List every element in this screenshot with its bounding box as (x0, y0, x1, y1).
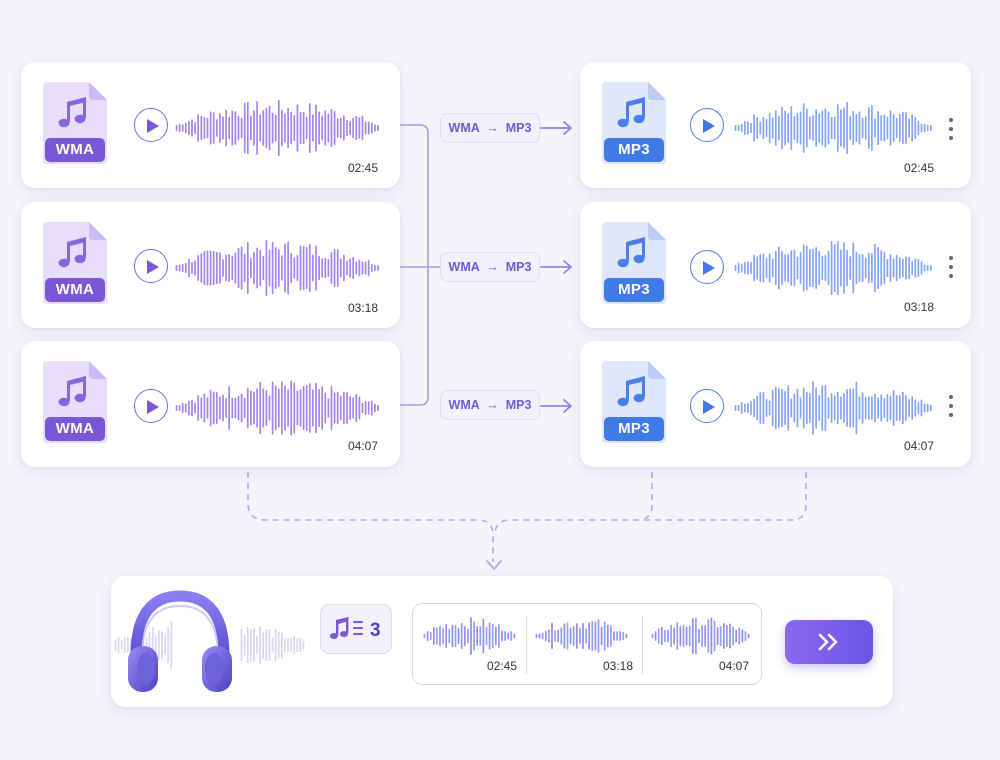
waveform (734, 101, 932, 155)
waveform (423, 617, 516, 655)
duration-label: 04:07 (348, 439, 379, 453)
duration-label: 03:18 (904, 300, 935, 314)
arrow-right-icon: → (482, 398, 503, 412)
format-badge: MP3 (604, 417, 664, 441)
duration-label: 02:45 (486, 659, 517, 673)
play-button[interactable] (134, 108, 168, 142)
to-format: MP3 (505, 260, 532, 274)
source-card: WMA 04:07 (21, 341, 400, 467)
conversion-label: WMA → MP3 (440, 113, 540, 143)
track-segment[interactable]: 04:07 (645, 604, 761, 686)
more-options-icon[interactable] (946, 118, 956, 146)
waveform (175, 380, 379, 436)
from-format: WMA (448, 398, 480, 412)
source-card: WMA 02:45 (21, 62, 400, 188)
playlist-icon (330, 617, 363, 639)
play-icon (703, 260, 715, 275)
mp3-file-icon: MP3 (600, 80, 668, 166)
headphones-icon (128, 590, 232, 692)
wma-file-icon: WMA (41, 359, 109, 445)
wma-file-icon: WMA (41, 80, 109, 166)
from-format: WMA (448, 121, 480, 135)
segment-divider (526, 616, 527, 674)
merged-tracks-panel: 02:45 03:18 04:07 (412, 603, 762, 685)
music-note-icon (617, 97, 645, 128)
format-badge: WMA (45, 417, 105, 441)
play-button[interactable] (134, 249, 168, 283)
conversion-label: WMA → MP3 (440, 252, 540, 282)
next-button[interactable] (785, 620, 873, 664)
from-format: WMA (448, 260, 480, 274)
mp3-file-icon: MP3 (600, 359, 668, 445)
output-card: MP3 02:45 (580, 62, 971, 188)
track-segment[interactable]: 03:18 (529, 604, 645, 686)
segment-divider (642, 616, 643, 674)
waveform (734, 381, 932, 435)
mp3-file-icon: MP3 (600, 220, 668, 306)
format-badge: MP3 (604, 278, 664, 302)
duration-label: 03:18 (348, 301, 379, 315)
wma-file-icon: WMA (41, 220, 109, 306)
format-badge: WMA (45, 278, 105, 302)
duration-label: 02:45 (348, 161, 379, 175)
music-note-icon (58, 97, 86, 128)
music-note-icon (617, 376, 645, 407)
waveform (651, 617, 750, 655)
more-options-icon[interactable] (946, 395, 956, 423)
play-button[interactable] (690, 389, 724, 423)
output-card: MP3 03:18 (580, 202, 971, 328)
format-badge: MP3 (604, 138, 664, 162)
play-icon (147, 118, 159, 133)
background-waveform (240, 626, 305, 664)
music-note-icon (617, 237, 645, 268)
play-icon (147, 259, 159, 274)
source-card: WMA 03:18 (21, 202, 400, 328)
duration-label: 04:07 (904, 439, 935, 453)
duration-label: 02:45 (904, 161, 935, 175)
conversion-label: WMA → MP3 (440, 390, 540, 420)
duration-label: 03:18 (602, 659, 633, 673)
waveform (535, 619, 628, 653)
track-count: 3 (370, 620, 381, 641)
arrow-right-icon: → (482, 260, 503, 274)
arrow-right-icon: → (482, 121, 503, 135)
format-badge: WMA (45, 138, 105, 162)
output-card: MP3 04:07 (580, 341, 971, 467)
more-options-icon[interactable] (946, 256, 956, 284)
play-button[interactable] (690, 108, 724, 142)
music-note-icon (58, 237, 86, 268)
play-icon (703, 399, 715, 414)
music-note-icon (58, 376, 86, 407)
duration-label: 04:07 (718, 659, 749, 673)
waveform (175, 99, 379, 157)
play-button[interactable] (690, 250, 724, 284)
double-chevron-right-icon (818, 633, 838, 651)
waveform (175, 239, 379, 297)
play-icon (703, 118, 715, 133)
to-format: MP3 (505, 398, 532, 412)
track-count-badge: 3 (320, 604, 392, 654)
waveform (734, 240, 932, 296)
play-icon (147, 399, 159, 414)
play-button[interactable] (134, 389, 168, 423)
track-segment[interactable]: 02:45 (413, 604, 529, 686)
to-format: MP3 (505, 121, 532, 135)
